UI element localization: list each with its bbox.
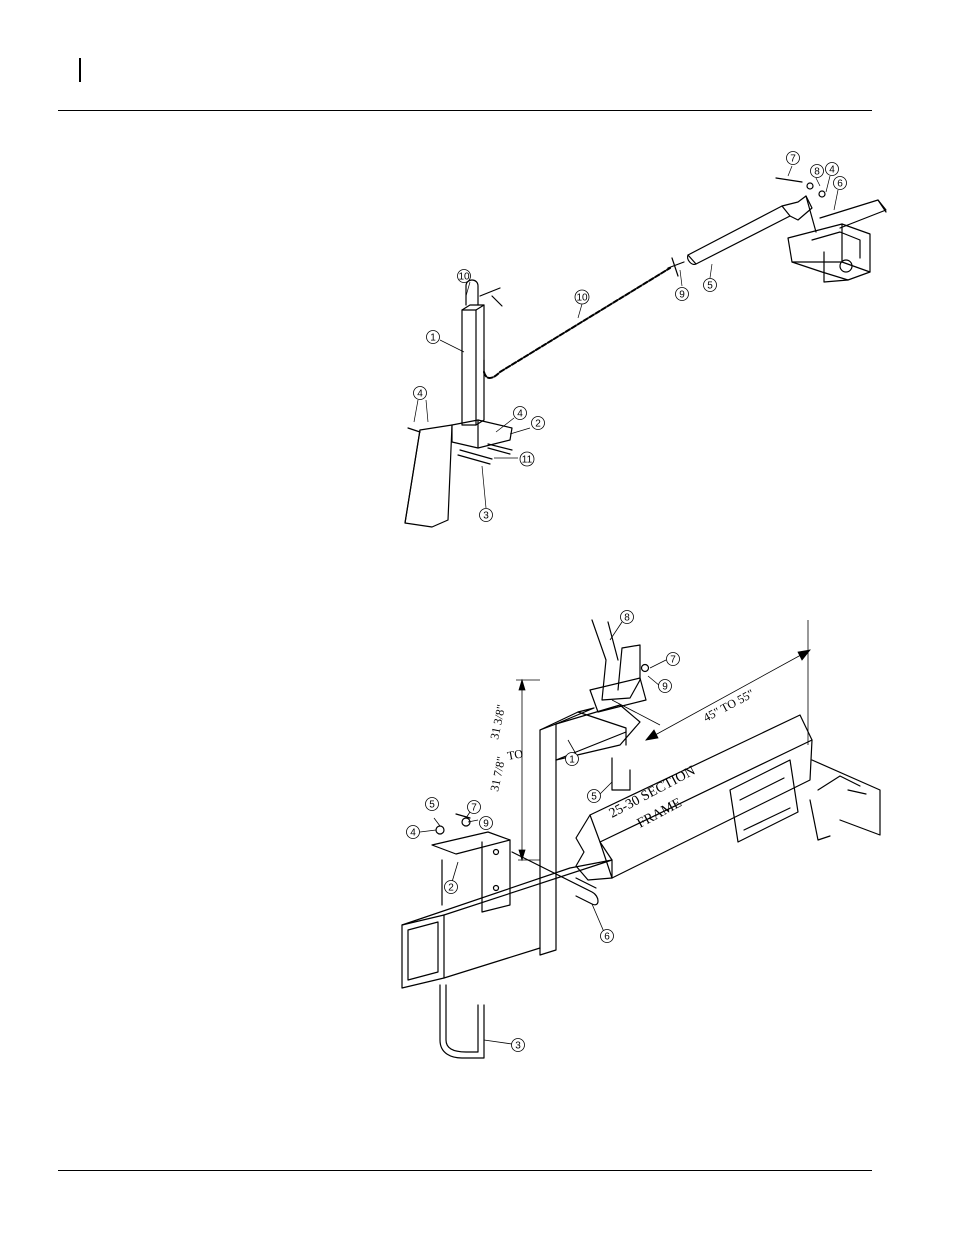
fig1-callout-5: 5	[703, 278, 717, 292]
fig2-callout-5a: 5	[587, 789, 601, 803]
fig1-callout-4b: 4	[513, 406, 527, 420]
fig2-callout-6: 6	[600, 929, 614, 943]
fig2-callout-9b: 9	[479, 816, 493, 830]
fig2-callout-5b: 5	[425, 797, 439, 811]
svg-text:6: 6	[837, 179, 843, 190]
svg-text:7: 7	[670, 655, 676, 666]
fig2-clamp	[591, 619, 641, 701]
svg-text:4: 4	[829, 165, 835, 176]
header-rule	[58, 110, 872, 111]
svg-text:4: 4	[410, 828, 416, 839]
fig2-callout-8: 8	[620, 610, 634, 624]
svg-text:8: 8	[624, 613, 630, 624]
svg-text:7: 7	[790, 154, 796, 165]
fig2-callout-7b: 7	[467, 800, 481, 814]
svg-text:9: 9	[679, 290, 685, 301]
svg-text:7: 7	[471, 803, 477, 814]
svg-text:4: 4	[517, 409, 523, 420]
fig2-callout-3: 3	[511, 1038, 525, 1052]
svg-text:10: 10	[576, 293, 588, 304]
svg-text:6: 6	[604, 932, 610, 943]
footer-rule	[58, 1170, 872, 1171]
svg-text:5: 5	[707, 281, 713, 292]
svg-text:1: 1	[430, 333, 436, 344]
fig1-chain	[483, 267, 671, 379]
svg-text:5: 5	[591, 792, 597, 803]
svg-text:2: 2	[448, 883, 454, 894]
fig2-callout-1: 1	[565, 752, 579, 766]
fig1-callout-9b: 9	[675, 287, 689, 301]
svg-text:9: 9	[483, 819, 489, 830]
svg-text:3: 3	[483, 511, 489, 522]
svg-text:9: 9	[662, 682, 668, 693]
fig2-ubolt	[439, 984, 485, 1059]
fig2-callout-2: 2	[444, 880, 458, 894]
fig1-callout-10: 10	[574, 289, 590, 305]
fig2-callout-4: 4	[406, 825, 420, 839]
fig1-callout-1: 1	[426, 330, 440, 344]
fig2-dim-width-line	[645, 649, 811, 741]
fig2-dim-height-1: 31 3/8"	[487, 703, 508, 740]
fig2-dim-height-3: 31 7/8"	[487, 755, 508, 792]
fig1-callout-3: 3	[479, 508, 493, 522]
svg-text:10: 10	[458, 272, 470, 283]
fig2-dim-height-2: TO	[506, 746, 524, 763]
svg-text:5: 5	[429, 800, 435, 811]
fig1-callout-6: 6	[833, 176, 847, 190]
fig2-section-frame	[589, 714, 813, 843]
fig2-callout-9a: 9	[658, 679, 672, 693]
svg-text:4: 4	[417, 389, 423, 400]
svg-text:3: 3	[515, 1041, 521, 1052]
fig1-callout-9a: 10	[457, 269, 471, 283]
fig2-mast	[539, 723, 557, 956]
fig1-callout-4a: 4	[413, 386, 427, 400]
fig1-callout-8: 8	[810, 164, 824, 178]
fig2-callout-7a: 7	[666, 652, 680, 666]
svg-text:2: 2	[535, 419, 541, 430]
svg-text:8: 8	[814, 167, 820, 178]
fig1-callout-7: 7	[786, 151, 800, 165]
header-margin-bar	[79, 58, 81, 82]
fig1-callout-11: 11	[519, 451, 535, 467]
fig1-callout-2: 2	[531, 416, 545, 430]
fig1-callout-4c: 4	[825, 162, 839, 176]
svg-text:1: 1	[569, 755, 575, 766]
svg-text:11: 11	[522, 455, 533, 466]
